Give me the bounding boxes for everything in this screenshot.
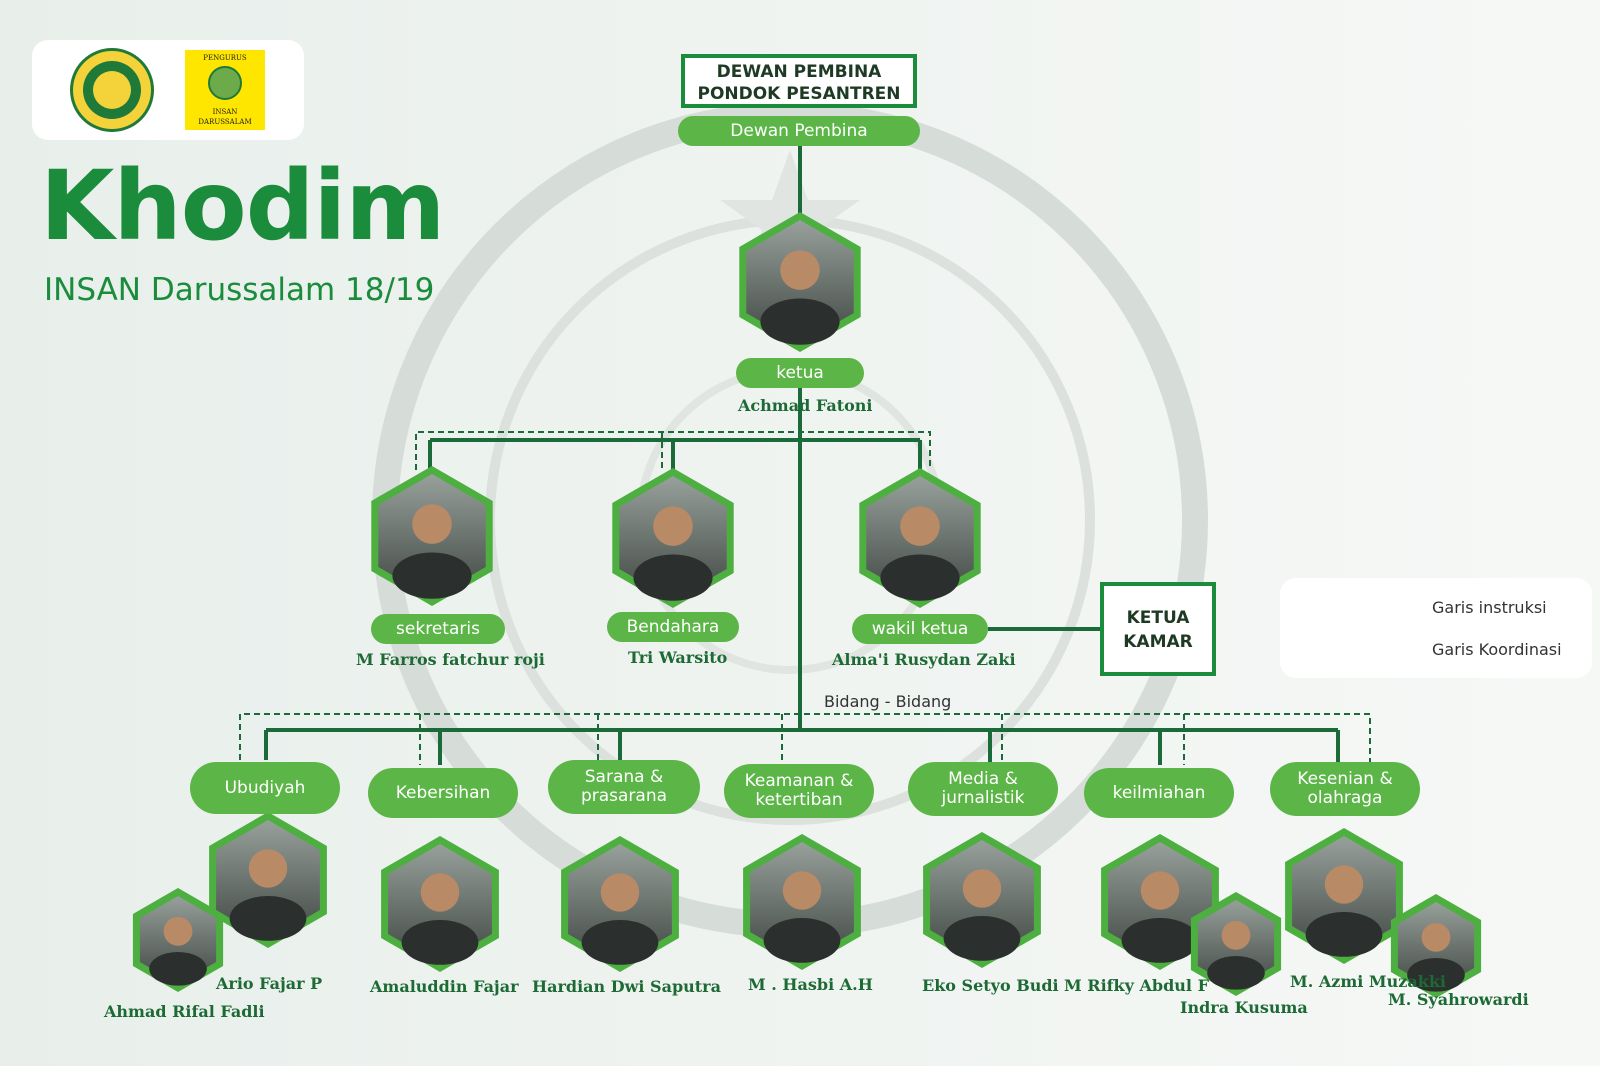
ketua-role-label: ketua [736,358,864,388]
division-kesenian: Kesenian & olahraga [1270,762,1420,816]
portrait-hexagon [1285,827,1403,965]
division-ubudiyah: Ubudiyah [190,762,340,814]
member-name: M. Syahrowardi [1388,990,1529,1009]
member-name: Amaluddin Fajar [370,977,519,996]
portrait-hexagon [209,811,327,949]
wakil-ketua-name: Alma'i Rusydan Zaki [832,650,1016,669]
wakil-ketua-role-label: wakil ketua [852,614,988,644]
portrait-hexagon [381,835,499,973]
bidang-label: Bidang - Bidang [824,692,952,711]
ketua-kamar-box: KETUA KAMAR [1100,582,1216,676]
sekretaris-role-label: sekretaris [371,614,505,644]
bendahara-role-label: Bendahara [607,612,739,642]
portrait-hexagon [1390,893,1482,999]
portrait-hexagon [561,835,679,973]
member-name: Ario Fajar P [216,974,323,993]
dewan-pembina-box: DEWAN PEMBINA PONDOK PESANTREN [681,54,917,108]
hexagon-portraits [132,211,1482,999]
division-media: Media & jurnalistik [908,762,1058,816]
member-name: Eko Setyo Budi [922,976,1059,995]
dewan-pembina-label: Dewan Pembina [678,116,920,146]
legend-card [1280,578,1592,678]
page-title: Khodim [40,150,445,262]
division-keilmiahan: keilmiahan [1084,768,1234,818]
portrait-hexagon [923,831,1041,969]
bendahara-name: Tri Warsito [628,648,728,667]
legend-dashed-label: Garis Koordinasi [1432,640,1562,659]
portrait-hexagon [1190,891,1282,997]
ketua-name: Achmad Fatoni [738,396,873,415]
member-name: Hardian Dwi Saputra [532,977,721,996]
division-kebersihan: Kebersihan [368,768,518,818]
division-sarana: Sarana & prasarana [548,760,700,814]
division-keamanan: Keamanan & ketertiban [724,764,874,818]
portrait-hexagon [1101,833,1219,971]
portrait-hexagon [612,467,734,609]
portrait-hexagon [371,465,493,607]
portrait-hexagon [739,211,861,353]
member-name: Ahmad Rifal Fadli [104,1002,265,1021]
portrait-hexagon [743,833,861,971]
member-name: Indra Kusuma [1180,998,1308,1017]
sekretaris-name: M Farros fatchur roji [356,650,545,669]
pengurus-insan-logo: PENGURUS INSAN DARUSSALAM [185,50,265,130]
member-name: M. Azmi Muzakki [1290,972,1446,991]
portrait-hexagon [132,887,224,993]
page-subtitle: INSAN Darussalam 18/19 [44,272,435,308]
member-name: M . Hasbi A.H [748,975,873,994]
member-name: M Rifky Abdul F [1064,976,1209,995]
legend-solid-label: Garis instruksi [1432,598,1547,617]
pesantren-seal-icon [70,48,154,132]
portrait-hexagon [859,467,981,609]
